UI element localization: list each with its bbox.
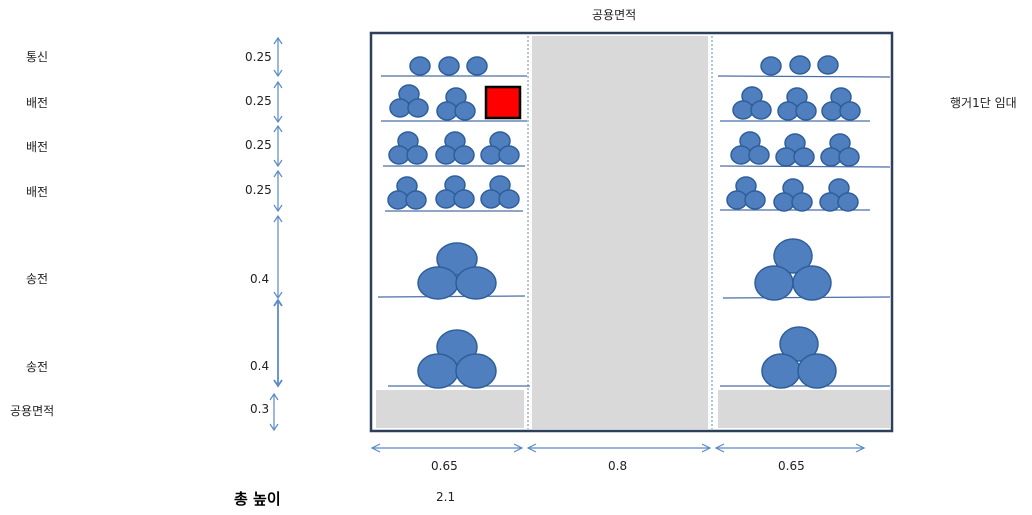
row-height-2: 0.25	[245, 138, 272, 152]
cable-dist3-right-a-br	[744, 190, 766, 210]
hanger-rental-label: 행거1단 임대	[950, 96, 1017, 110]
cable-dist3-right-b-bl	[773, 192, 795, 212]
shelf-left-4	[377, 295, 526, 298]
row-label-telecom: 통신	[26, 50, 49, 64]
cable-telecom-left-2	[466, 56, 488, 76]
row-label-distribution-1: 배전	[26, 96, 49, 110]
col-width-left: 0.65	[431, 459, 458, 473]
cable-dist1-left-a-bl	[389, 98, 411, 118]
cable-dist3-right-c-br	[837, 192, 859, 212]
row-height-0: 0.25	[245, 50, 272, 64]
row-label-transmission-2: 송전	[26, 360, 49, 374]
row-height-3: 0.25	[245, 183, 272, 197]
row-height-4: 0.4	[250, 272, 270, 286]
cable-dist3-right-c-bl	[819, 192, 841, 212]
middle-common-area	[532, 36, 708, 429]
cable-dist3-right-a-bl	[726, 190, 748, 210]
cable-dist3-right-b-br	[791, 192, 813, 212]
cable-trans2-left-br	[455, 353, 497, 389]
cable-trans1-left-br	[455, 266, 497, 300]
row-label-common-area: 공용면적	[10, 404, 55, 418]
cable-trans1-left-bl	[417, 266, 459, 300]
cable-dist3-left-a-br	[405, 190, 427, 210]
cable-dist1-left-b-bl	[436, 101, 458, 121]
cable-dist1-right-a-bl	[732, 100, 754, 120]
cable-dist1-left-a-br	[407, 98, 429, 118]
cable-telecom-right-2	[817, 55, 839, 75]
cable-trans2-left-bl	[417, 353, 459, 389]
row-label-distribution-2: 배전	[26, 140, 49, 154]
cable-group	[387, 55, 861, 389]
row-height-5: 0.4	[250, 359, 270, 373]
rental-highlight-box	[484, 85, 522, 120]
cable-trans1-right-bl	[754, 265, 794, 301]
total-height-label: 총 높이	[234, 490, 281, 508]
cable-dist1-right-c-bl	[821, 101, 843, 121]
cable-dist1-right-b-bl	[777, 101, 799, 121]
row-label-transmission-1: 송전	[26, 272, 49, 286]
cable-dist3-left-b-bl	[435, 189, 457, 209]
cable-dist1-right-a-br	[750, 100, 772, 120]
vault-frame	[369, 31, 894, 433]
cable-dist2-right-a-br	[748, 145, 770, 165]
total-height-value: 2.1	[436, 490, 456, 504]
cable-dist2-right-c-bl	[820, 147, 842, 167]
dimension-arrows	[269, 36, 866, 453]
cable-trans2-right-top	[779, 326, 819, 362]
cable-trans2-right-br	[797, 353, 837, 389]
cable-dist3-left-b-br	[453, 189, 475, 209]
bottom-common-area-left	[376, 390, 524, 428]
row-label-distribution-3: 배전	[26, 185, 49, 199]
cable-dist1-right-b-br	[795, 101, 817, 121]
cable-telecom-left-1	[438, 56, 460, 76]
row-height-6: 0.3	[250, 402, 270, 416]
cable-dist2-left-a-bl	[388, 145, 410, 165]
row-height-1: 0.25	[245, 94, 272, 108]
cable-dist2-right-a-bl	[730, 145, 752, 165]
bottom-common-area-right	[718, 390, 890, 428]
cable-dist2-right-b-bl	[775, 147, 797, 167]
cable-dist2-left-c-bl	[480, 145, 502, 165]
cable-dist1-left-b-br	[454, 101, 476, 121]
cable-telecom-left-0	[409, 56, 431, 76]
cable-dist2-left-b-br	[453, 145, 475, 165]
cable-dist3-left-c-bl	[480, 189, 502, 209]
cable-trans1-left-top	[436, 242, 478, 276]
top-common-area-label: 공용면적	[592, 8, 637, 22]
cable-dist2-left-b-bl	[435, 145, 457, 165]
cable-dist3-left-c-br	[498, 189, 520, 209]
cable-dist2-left-a-br	[406, 145, 428, 165]
cable-telecom-right-1	[789, 55, 811, 75]
cable-dist2-right-b-br	[793, 147, 815, 167]
cable-telecom-right-0	[760, 56, 782, 76]
cable-trans1-right-top	[773, 238, 813, 274]
shelf-right-0	[717, 75, 891, 78]
cable-trans2-right-bl	[761, 353, 801, 389]
cable-dist2-right-c-br	[838, 147, 860, 167]
cable-trans1-right-br	[792, 265, 832, 301]
cable-dist2-left-c-br	[498, 145, 520, 165]
cable-dist1-right-c-br	[839, 101, 861, 121]
col-width-middle: 0.8	[608, 459, 628, 473]
cable-dist3-left-a-bl	[387, 190, 409, 210]
col-width-right: 0.65	[778, 459, 805, 473]
